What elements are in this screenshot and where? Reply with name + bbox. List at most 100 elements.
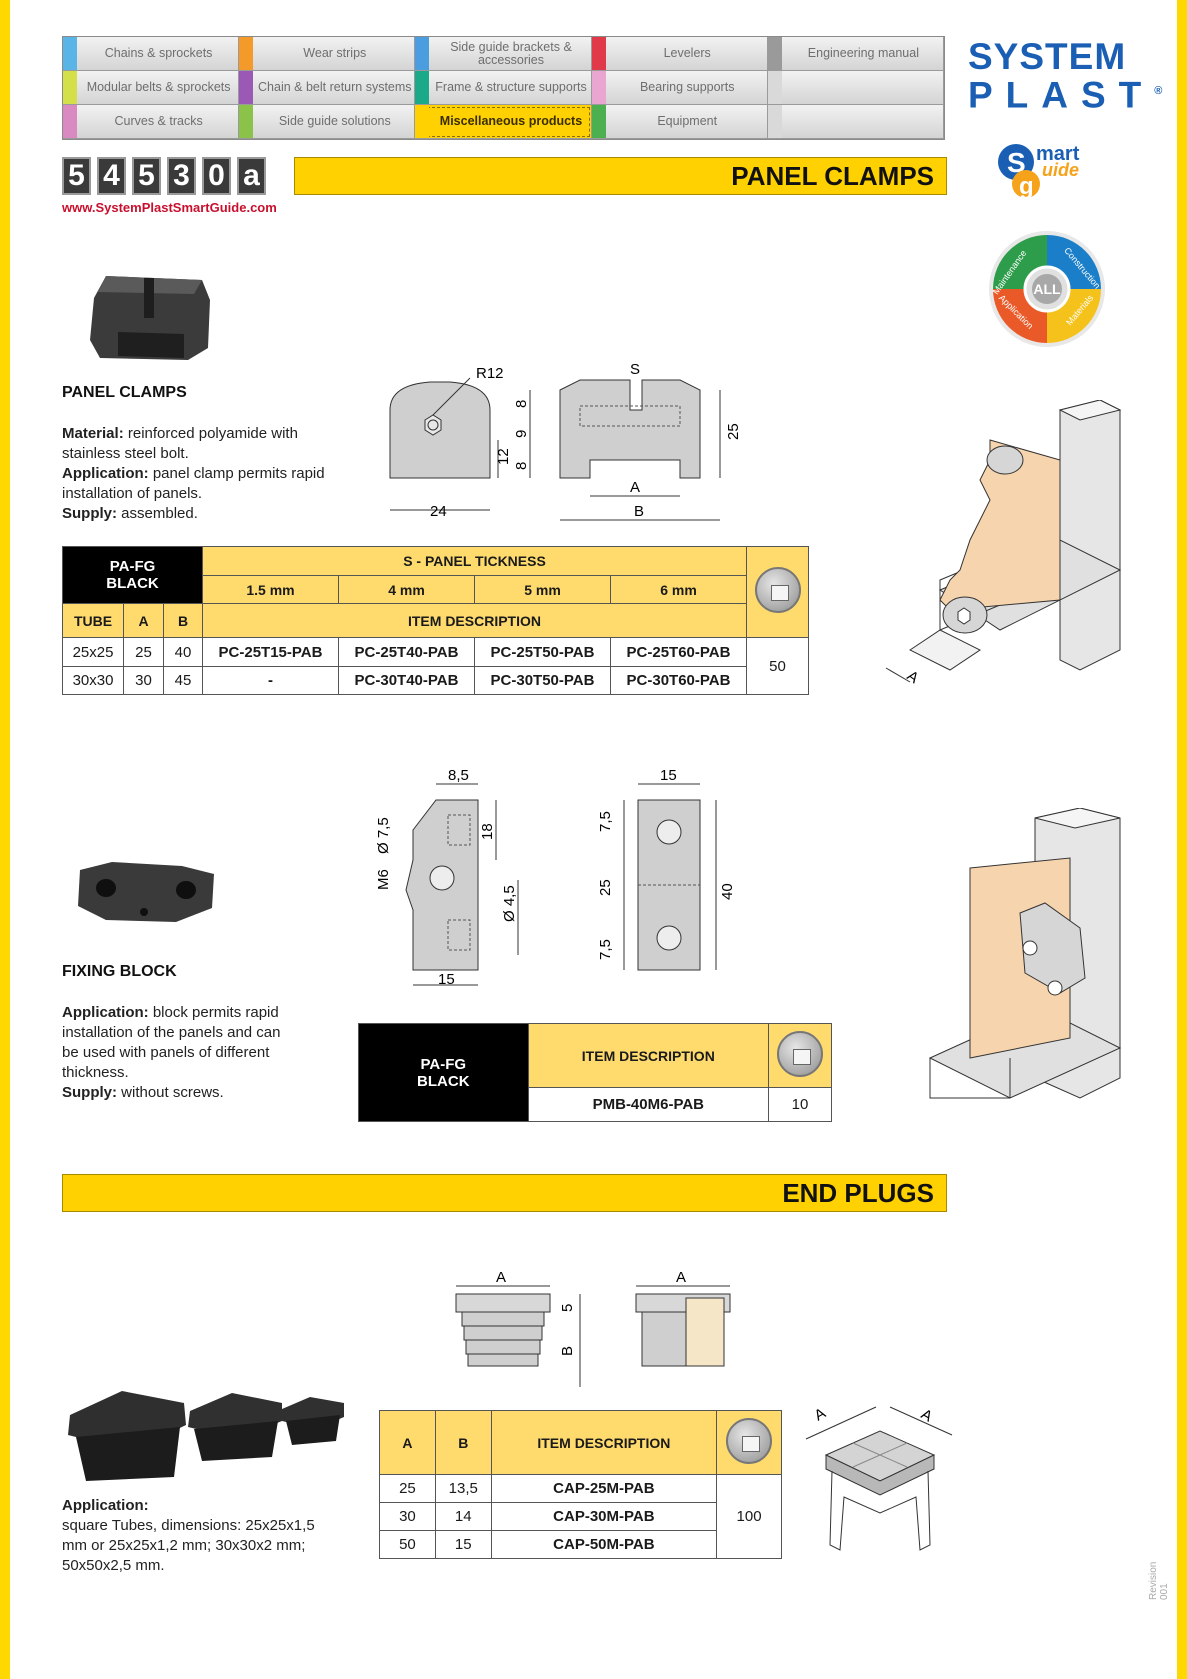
ep-col-b: B (434, 1410, 492, 1475)
end-plugs-photo (68, 1391, 344, 1481)
nav-item[interactable]: Chains & sprockets (63, 37, 240, 71)
ep-application-label: Application: (62, 1497, 149, 1514)
item-desc-header: ITEM DESCRIPTION (202, 603, 747, 638)
table-row: 30 14 CAP-30M-PAB (379, 1502, 782, 1531)
nav-item[interactable]: Modular belts & sprockets (63, 71, 240, 105)
page-code-digit: a (237, 157, 266, 195)
nav-item-label: Chain & belt return systems (258, 80, 412, 94)
page-code-digit: 0 (202, 157, 231, 195)
dim-b: B (634, 503, 644, 520)
dim-a-right: A (676, 1269, 686, 1286)
nav-item-label: Modular belts & sprockets (86, 80, 231, 94)
nav-item-label: Bearing supports (639, 80, 735, 94)
col-tube: TUBE (62, 603, 124, 638)
nav-item[interactable]: Chain & belt return systems (239, 71, 416, 105)
iso-dim-a-left: A (812, 1405, 829, 1424)
nav-item[interactable]: Levelers (591, 37, 768, 71)
website-url[interactable]: www.SystemPlastSmartGuide.com (62, 200, 277, 215)
dim-r12: R12 (476, 365, 504, 382)
nav-item-label: Curves & tracks (114, 114, 203, 128)
dim-s: S (630, 361, 640, 378)
guide-word: uide (1042, 160, 1079, 180)
dim-25: 25 (597, 879, 614, 896)
dim-8-top: 8 (513, 400, 530, 408)
material-text: reinforced polyamide with stainless stee… (62, 425, 298, 462)
nav-item[interactable] (767, 71, 944, 105)
fixing-block-photo (78, 862, 214, 922)
nav-color-strip (63, 37, 77, 70)
fixing-block-description: Application: block permits rapid install… (62, 1003, 292, 1103)
nav-item[interactable]: Equipment (591, 105, 768, 139)
nav-color-strip (591, 105, 606, 138)
dim-b: B (559, 1346, 576, 1356)
nav-color-strip (239, 71, 254, 104)
dim-7-5-bottom: 7,5 (597, 939, 614, 960)
material-label: Material: (62, 425, 124, 442)
nav-item[interactable]: Curves & tracks (63, 105, 240, 139)
pack-qty: 50 (746, 637, 809, 695)
end-plugs-description: Application: square Tubes, dimensions: 2… (62, 1496, 322, 1576)
ep-col-a: A (379, 1410, 436, 1475)
logo-line2: PLAST (968, 74, 1155, 116)
nav-item-label: Engineering manual (807, 46, 919, 60)
thickness-2: 4 mm (338, 575, 475, 604)
nav-item[interactable]: Bearing supports (591, 71, 768, 105)
iso-dim-a-right: A (918, 1406, 935, 1426)
fb-supply-text: without screws. (117, 1084, 224, 1101)
fixing-block-heading: FIXING BLOCK (62, 963, 177, 980)
package-icon (777, 1030, 824, 1077)
nav-item[interactable]: Side guide solutions (239, 105, 416, 139)
panel-clamps-heading: PANEL CLAMPS (62, 384, 187, 401)
dim-15-right: 15 (660, 767, 677, 784)
dim-dia-4-5: Ø 4,5 (501, 885, 518, 922)
nav-item[interactable]: Miscellaneous products (415, 105, 592, 139)
svg-text:g: g (1019, 173, 1034, 200)
iso-dim-a: A (904, 667, 922, 687)
smart-word: mart (1036, 143, 1080, 165)
panel-clamps-description: Material: reinforced polyamide with stai… (62, 424, 342, 524)
dim-9: 9 (513, 430, 530, 438)
package-icon (754, 567, 801, 613)
nav-color-strip (63, 71, 77, 104)
dim-24: 24 (430, 503, 447, 520)
nav-item[interactable] (767, 105, 944, 139)
fb-application-label: Application: (62, 1004, 149, 1021)
nav-item[interactable]: Engineering manual (767, 37, 944, 71)
col-b: B (163, 603, 203, 638)
fixing-block-isometric (928, 808, 1122, 1099)
dim-15-left: 15 (438, 971, 455, 988)
dim-18: 18 (479, 823, 496, 840)
page-code-digit: 5 (132, 157, 161, 195)
page-code-digit: 3 (167, 157, 196, 195)
dim-40: 40 (719, 883, 736, 900)
table-row: 25x25 25 40 PC-25T15-PAB PC-25T40-PAB PC… (62, 637, 809, 695)
nav-item[interactable]: Wear strips (239, 37, 416, 71)
nav-item-label: Frame & structure supports (435, 80, 587, 94)
nav-item-label: Side guide brackets & accessories (450, 39, 572, 67)
dim-a: A (630, 479, 640, 496)
dim-12: 12 (495, 448, 512, 465)
nav-color-strip (239, 37, 254, 70)
application-text: panel clamp permits rapid installation o… (62, 465, 325, 502)
fixing-block-drawing: 8,5 Ø 7,5 M6 18 Ø 4,5 15 15 7,5 25 7,5 4… (375, 767, 736, 988)
nav-color-strip (767, 71, 782, 104)
nav-color-strip (415, 105, 430, 138)
category-wheel: ALL Maintenance Construction Materials A… (989, 231, 1105, 347)
nav-item-label: Chains & sprockets (104, 46, 213, 60)
end-plug-isometric: A A (805, 1405, 953, 1551)
nav-item[interactable]: Side guide brackets & accessories (415, 37, 592, 71)
end-plugs-table: A B ITEM DESCRIPTION 25 13,5 CAP-25M-PAB… (379, 1410, 782, 1559)
dim-7-5-top: 7,5 (597, 811, 614, 832)
dim-m6: M6 (375, 869, 392, 890)
panel-clamps-title-bar: PANEL CLAMPS (294, 157, 947, 195)
dim-8-bottom: 8 (513, 462, 530, 470)
logo-line1: SYSTEM (968, 36, 1127, 77)
fb-application-text: block permits rapid installation of the … (62, 1004, 281, 1081)
fb-item-desc-header: ITEM DESCRIPTION (527, 1023, 770, 1088)
nav-item[interactable]: Frame & structure supports (415, 71, 592, 105)
wheel-center-label: ALL (1033, 281, 1061, 297)
smart-guide-logo: S g mart uide (998, 143, 1080, 200)
